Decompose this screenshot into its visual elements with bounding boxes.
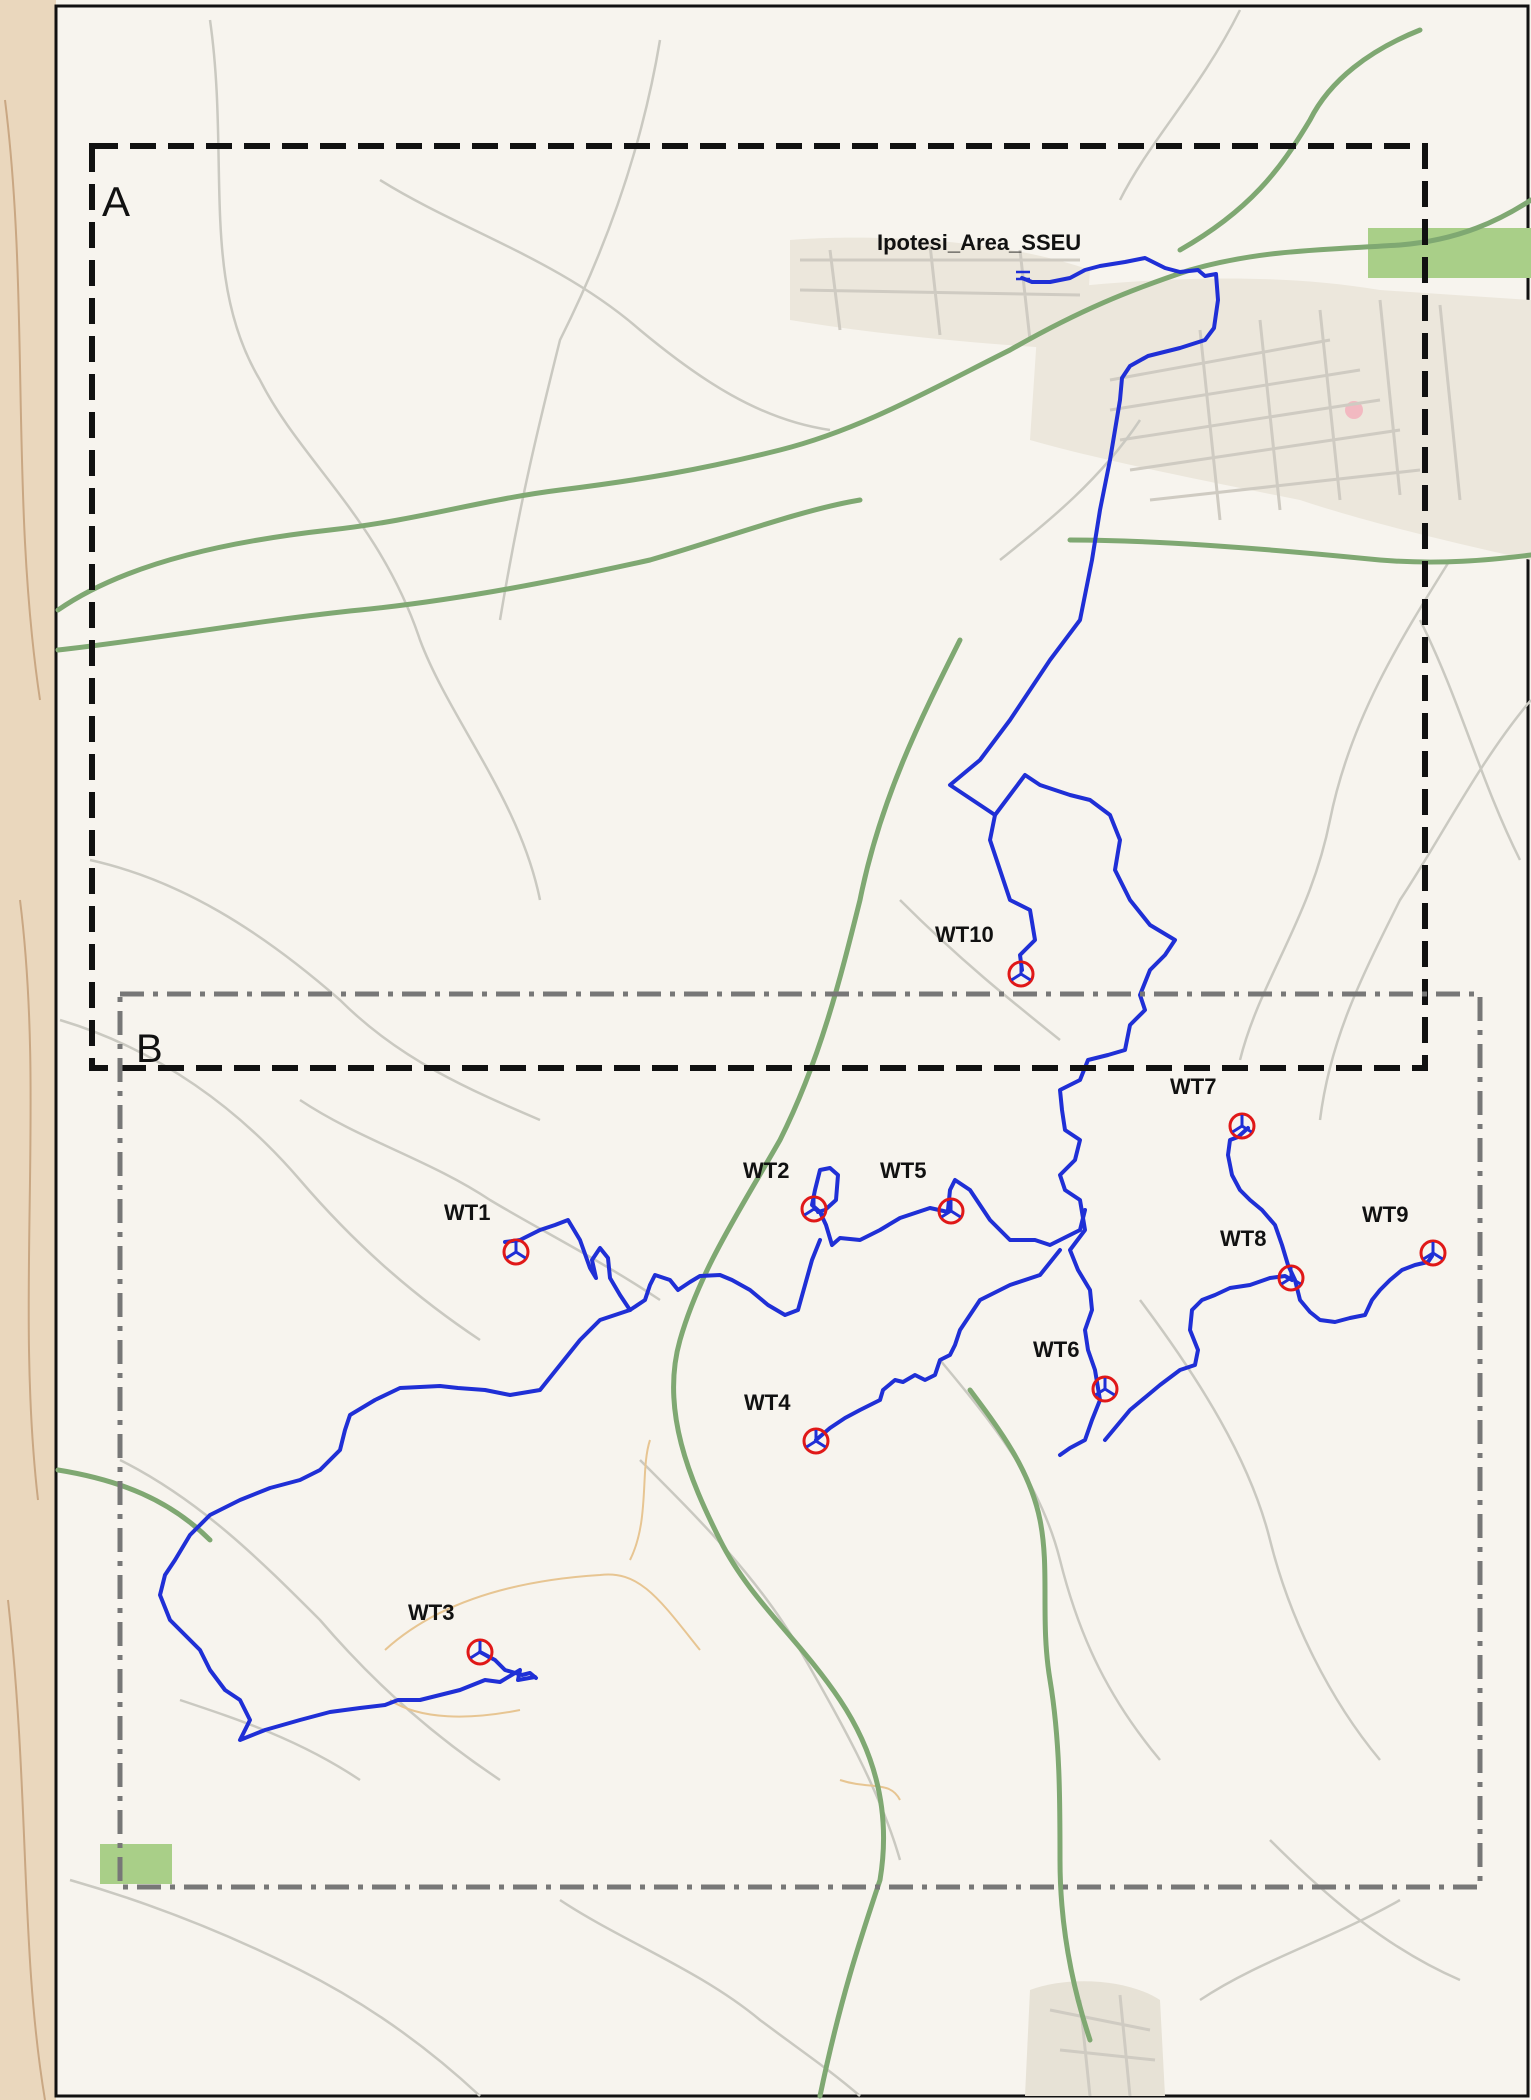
road-north xyxy=(1177,27,1423,253)
road-west-edge xyxy=(55,1467,213,1543)
left-map-strip xyxy=(0,0,56,2100)
frame-a xyxy=(89,143,1428,1071)
substation-label: Ipotesi_Area_SSEU xyxy=(877,230,1081,255)
highway-west-east xyxy=(55,197,1531,613)
turbine-label-wt6: WT6 xyxy=(1033,1337,1079,1362)
cable-wt7-wt9-route xyxy=(1226,1126,1434,1324)
turbine-label-wt7: WT7 xyxy=(1170,1074,1216,1099)
frame-b xyxy=(117,991,1483,1890)
cable-wt6-wt8-route xyxy=(1103,1274,1294,1442)
cable-loop-east xyxy=(993,773,1177,1457)
turbine-label-wt8: WT8 xyxy=(1220,1226,1266,1251)
urban-area-south xyxy=(1025,1981,1165,2096)
cable-wt5-spur xyxy=(946,1178,1087,1247)
turbine-label-wt4: WT4 xyxy=(744,1390,791,1415)
turbine-label-wt1: WT1 xyxy=(444,1200,490,1225)
substation-marker xyxy=(1016,270,1030,281)
turbine-label-wt2: WT2 xyxy=(743,1158,789,1183)
road-east xyxy=(1067,537,1531,565)
turbine-label-wt3: WT3 xyxy=(408,1600,454,1625)
cable-substation-link xyxy=(948,256,1220,817)
road-south-east xyxy=(967,1387,1093,2043)
frame-b-label: B xyxy=(136,1027,163,1071)
cable-wt3-spur xyxy=(478,1650,538,1680)
cable-wt10-branch xyxy=(988,813,1037,972)
cable-route xyxy=(158,256,1434,1742)
urban-area-north xyxy=(1030,278,1531,560)
street-grid xyxy=(799,244,1462,2097)
road-north-south xyxy=(671,637,963,2099)
cable-wt4-spur xyxy=(814,1248,1062,1442)
turbine-label-wt5: WT5 xyxy=(880,1158,926,1183)
turbine-label-wt9: WT9 xyxy=(1362,1202,1408,1227)
cable-southwest-loop xyxy=(158,1308,632,1742)
turbine-label-wt10: WT10 xyxy=(935,922,994,947)
main-roads xyxy=(55,27,1531,2099)
frame-a-label: A xyxy=(102,178,130,225)
road-secondary-west xyxy=(55,497,863,653)
cable-wt1-trunk xyxy=(503,1218,822,1317)
left-strip-contours xyxy=(4,99,46,2100)
minor-roads xyxy=(59,9,1531,2097)
park-area-southwest xyxy=(100,1844,172,1884)
